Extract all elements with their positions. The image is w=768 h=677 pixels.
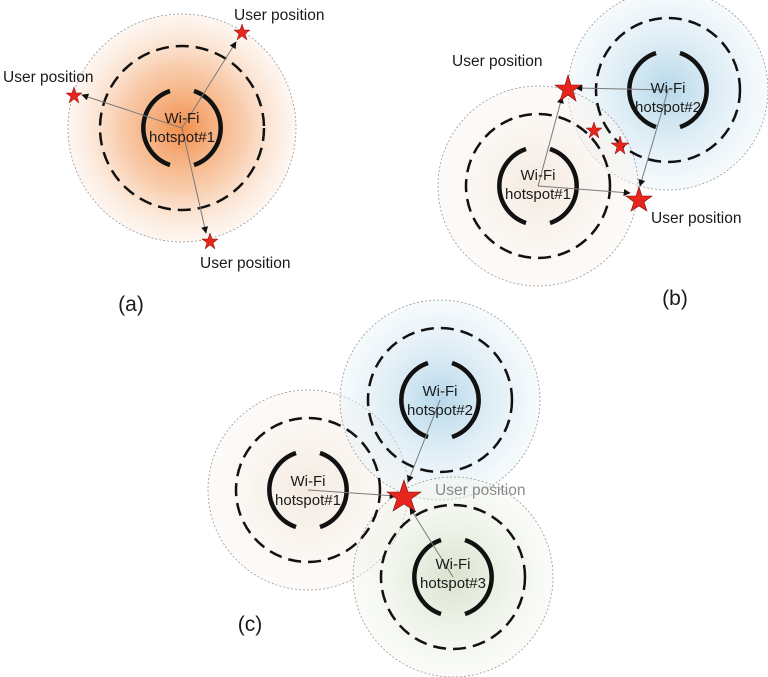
range-line-b1 (537, 96, 564, 187)
user-star-b1 (554, 73, 582, 102)
user-star-a3 (201, 232, 219, 250)
hotspot-2-wifi-label-b: Wi-Fi (651, 80, 686, 97)
hotspot-2-name-label-b: hotspot#2 (635, 99, 701, 116)
hotspot-1-dashed-ring-c (234, 416, 382, 564)
user-position-label-b2: User position (651, 210, 741, 227)
range-line-b2 (537, 185, 631, 197)
hotspot-3-dashed-ring-c (379, 503, 527, 651)
range-line-a3 (181, 127, 209, 234)
panel-a-caption: (a) (118, 293, 144, 316)
panel-b-caption: (b) (662, 287, 688, 310)
user-star-c (386, 479, 422, 512)
hotspot-2-wifi-label-c: Wi-Fi (423, 383, 458, 400)
hotspot-1-wifi-label-b: Wi-Fi (521, 167, 556, 184)
hotspot-1-dashed-ring-a (98, 44, 266, 212)
user-position-label-c: User position (435, 482, 525, 499)
user-star-a1 (233, 23, 251, 41)
hotspot-1-dashed-ring-b (464, 112, 612, 260)
user-position-label-a3: User position (200, 255, 290, 272)
range-line-b4 (638, 89, 669, 187)
hotspot-1-name-label-a: hotspot#1 (149, 129, 215, 146)
hotspot-1-wifi-label-a: Wi-Fi (165, 110, 200, 127)
hotspot-2-dashed-ring-c (366, 326, 514, 474)
user-position-label-b1: User position (452, 53, 542, 70)
hotspot-3-name-label-c: hotspot#3 (420, 575, 486, 592)
hotspot-2-name-label-c: hotspot#2 (407, 402, 473, 419)
hotspot-1-name-label-c: hotspot#1 (275, 492, 341, 509)
panel-c-caption: (c) (238, 613, 263, 636)
panel-c: Wi-Fi hotspot#1 Wi-Fi hotspot#2 Wi-Fi ho… (207, 299, 554, 677)
panel-a: Wi-Fi hotspot#1 User position User posit… (3, 7, 324, 316)
range-line-c1 (307, 489, 397, 500)
hotspot-2-dashed-ring-b (594, 16, 742, 164)
user-position-label-a1: User position (234, 7, 324, 24)
range-line-a1 (181, 41, 237, 129)
hotspot-1-name-label-b: hotspot#1 (505, 186, 571, 203)
range-line-b3 (575, 84, 669, 92)
candidate-star-b3 (610, 135, 630, 155)
user-position-label-a2: User position (3, 69, 93, 86)
user-star-a2 (65, 86, 83, 104)
panel-b: Wi-Fi hotspot#2 Wi-Fi hotspot#1 User pos… (437, 0, 768, 310)
candidate-star-b2 (585, 121, 603, 139)
hotspot-3-wifi-label-c: Wi-Fi (436, 556, 471, 573)
user-star-b4 (625, 186, 653, 212)
range-line-a2 (81, 93, 183, 129)
range-line-c2 (407, 399, 441, 483)
range-line-c3 (409, 507, 454, 578)
hotspot-1-wifi-label-c: Wi-Fi (291, 473, 326, 490)
